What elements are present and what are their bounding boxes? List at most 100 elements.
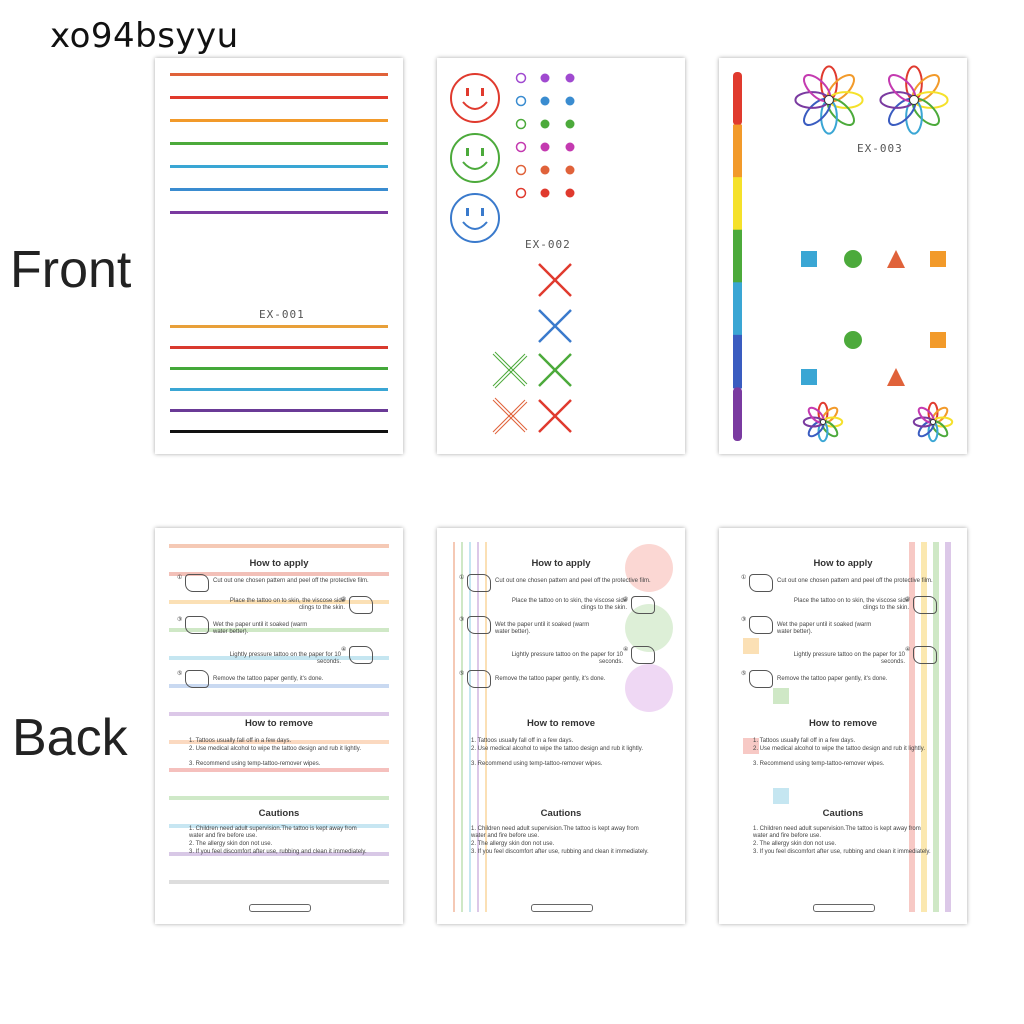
- square-shape: [930, 251, 946, 267]
- faded-square: [743, 638, 759, 654]
- faded-stripe: [461, 542, 463, 912]
- brand-logo-icon: [249, 904, 311, 912]
- circle-shape: [844, 250, 862, 268]
- remove-1: 1. Tattoos usually fall off in a few day…: [189, 738, 292, 744]
- faded-stripe: [169, 824, 389, 828]
- dot-outline: [515, 187, 527, 199]
- front-label: Front: [10, 241, 132, 299]
- dot: [540, 73, 550, 83]
- dot: [565, 142, 575, 152]
- dot-outline: [515, 72, 527, 84]
- front-card-ex002: EX-002: [437, 58, 685, 454]
- line-tattoo-sheet: [170, 73, 388, 433]
- faded-stripe: [469, 542, 471, 912]
- dot: [565, 165, 575, 175]
- faded-smiley-icon: [625, 604, 673, 652]
- stripe-line: [170, 430, 388, 433]
- stripe-line: [170, 367, 388, 370]
- remove-1: 1. Tattoos usually fall off in a few day…: [753, 738, 856, 744]
- step-5-text: Remove the tattoo paper gently, it's don…: [495, 676, 606, 682]
- cross-mark: [538, 399, 572, 433]
- rainbow-stripe: [733, 334, 742, 389]
- remove-3: 3. Recommend using temp-tattoo-remover w…: [753, 761, 885, 767]
- faded-pattern: [169, 544, 389, 884]
- cross-mark: [494, 397, 528, 431]
- faded-stripe: [485, 542, 487, 912]
- step-1-text: Cut out one chosen pattern and peel off …: [495, 578, 651, 584]
- caution-3: 3. If you feel discomfort after use, rub…: [471, 849, 649, 855]
- caution-1: 1. Children need adult supervision.The t…: [753, 826, 921, 839]
- back-card-2: How to apply ① Cut out one chosen patter…: [437, 528, 685, 924]
- faded-stripe: [921, 542, 927, 912]
- rainbow-stripe: [733, 387, 742, 441]
- cross-mark: [538, 309, 572, 343]
- faded-stripe: [169, 544, 389, 548]
- faded-square: [743, 738, 759, 754]
- step-4-text: Lightly pressure tattoo on the paper for…: [229, 652, 341, 665]
- smiley-icon: [450, 133, 500, 183]
- step-4-icon: [631, 646, 655, 664]
- front-card-ex003: EX-003: [719, 58, 967, 454]
- step-4-text: Lightly pressure tattoo on the paper for…: [511, 652, 623, 665]
- faded-stripe: [453, 542, 455, 912]
- cautions-heading: Cautions: [258, 808, 300, 819]
- how-to-apply-heading: How to apply: [531, 558, 591, 569]
- step-5-icon: [467, 670, 491, 688]
- step-2-text: Place the tattoo on to skin, the viscose…: [793, 598, 909, 611]
- faded-pattern: [743, 542, 951, 912]
- stripe-line: [170, 119, 388, 122]
- faded-stripe: [169, 656, 389, 660]
- how-to-apply-heading: How to apply: [249, 558, 309, 569]
- stripe-line: [170, 165, 388, 168]
- dot: [565, 96, 575, 106]
- faded-pattern: [453, 542, 673, 912]
- stripe-line: [170, 142, 388, 145]
- instructions: How to apply ① Cut out one chosen patter…: [719, 528, 967, 924]
- cross-mark: [494, 355, 528, 389]
- dot-outline: [515, 118, 527, 130]
- step-2-icon: [631, 596, 655, 614]
- faded-stripe: [169, 852, 389, 856]
- smiley-tattoo-sheet: [450, 72, 575, 435]
- rainbow-stripe: [733, 282, 742, 336]
- step-1-icon: [749, 574, 773, 592]
- step-2-icon: [349, 596, 373, 614]
- caution-3: 3. If you feel discomfort after use, rub…: [753, 849, 931, 855]
- faded-stripe: [909, 542, 915, 912]
- dot-outline: [515, 164, 527, 176]
- cross-mark: [494, 401, 528, 435]
- step-2-text: Place the tattoo on to skin, the viscose…: [229, 598, 345, 611]
- cross-mark: [538, 263, 572, 297]
- step-1-icon: [185, 574, 209, 592]
- step-5-text: Remove the tattoo paper gently, it's don…: [777, 676, 888, 682]
- back-label: Back: [12, 709, 128, 767]
- faded-stripe: [169, 768, 389, 772]
- remove-3: 3. Recommend using temp-tattoo-remover w…: [471, 761, 603, 767]
- cross-mark: [492, 353, 526, 387]
- faded-stripe: [169, 628, 389, 632]
- dot: [540, 188, 550, 198]
- step-1-text: Cut out one chosen pattern and peel off …: [777, 578, 933, 584]
- square-shape: [801, 369, 817, 385]
- square-shape: [930, 332, 946, 348]
- flower-icon: [794, 65, 864, 135]
- flower-icon: [802, 401, 844, 443]
- stripe-line: [170, 96, 388, 99]
- step-2-icon: [913, 596, 937, 614]
- brand-logo-icon: [813, 904, 875, 912]
- how-to-remove-heading: How to remove: [244, 718, 314, 729]
- caution-3: 3. If you feel discomfort after use, rub…: [189, 849, 367, 855]
- remove-1: 1. Tattoos usually fall off in a few day…: [471, 738, 574, 744]
- cross-mark: [538, 353, 572, 387]
- faded-stripe: [169, 572, 389, 576]
- faded-stripe: [477, 542, 479, 912]
- cross-mark: [492, 399, 526, 433]
- sheet-code: EX-002: [525, 238, 571, 251]
- step-3-icon: [467, 616, 491, 634]
- smiley-icon: [450, 73, 500, 123]
- how-to-remove-heading: How to remove: [526, 718, 596, 729]
- stripe-line: [170, 325, 388, 328]
- cautions-heading: Cautions: [540, 808, 582, 819]
- dot: [540, 142, 550, 152]
- circle-shape: [844, 331, 862, 349]
